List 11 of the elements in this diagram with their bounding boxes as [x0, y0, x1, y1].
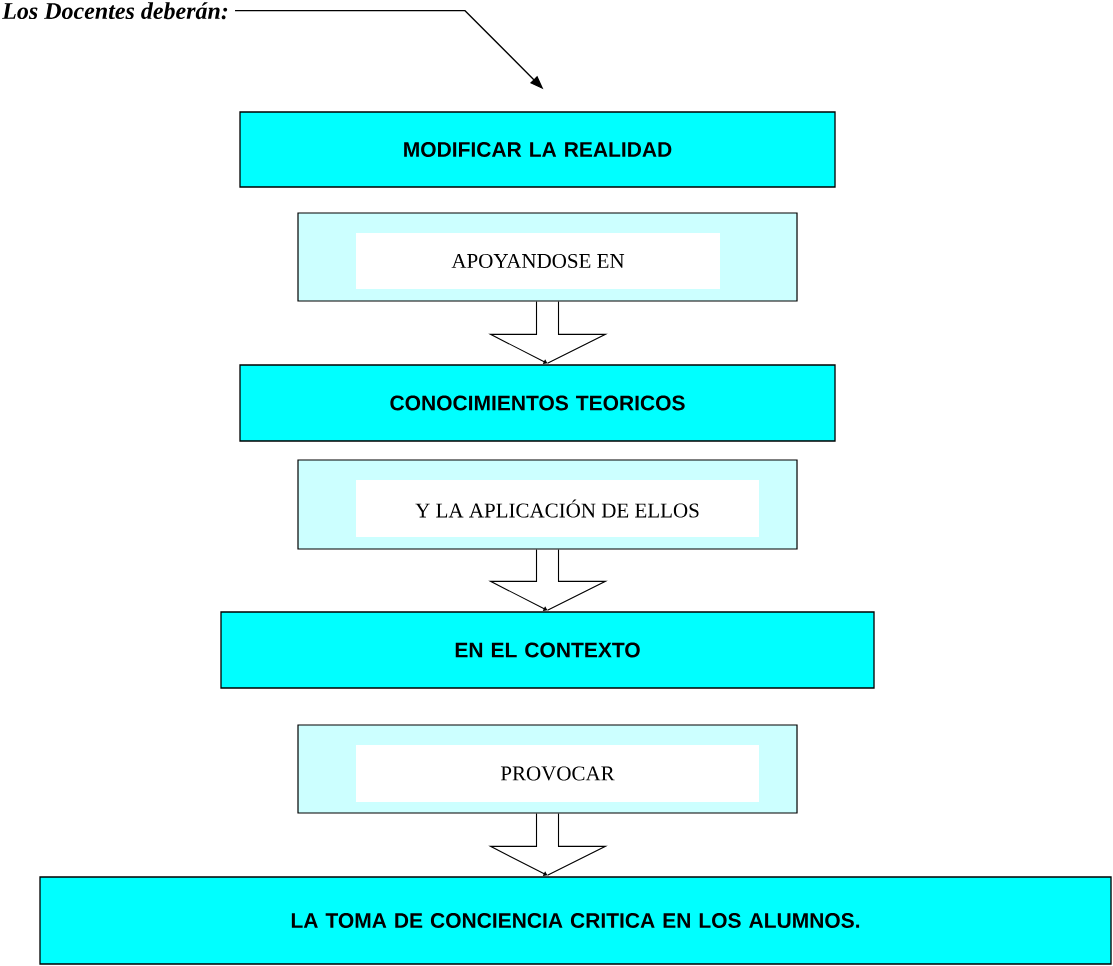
process-box: EN EL CONTEXTO [220, 611, 875, 689]
callout-box: APOYANDOSE EN [297, 212, 798, 302]
callout-box: Y LA APLICACIÓN DE ELLOS [297, 459, 798, 550]
block-arrow [488, 813, 608, 876]
process-box: LA TOMA DE CONCIENCIA CRITICA EN LOS ALUMNOS. [39, 876, 1112, 965]
block-arrow [488, 549, 608, 611]
block-arrow [488, 301, 608, 364]
process-box: MODIFICAR LA REALIDAD [239, 111, 836, 188]
heading-text: Los Docentes deberán: [2, 2, 228, 20]
callout-box: PROVOCAR [297, 724, 798, 814]
process-box: CONOCIMIENTOS TEORICOS [239, 364, 836, 442]
